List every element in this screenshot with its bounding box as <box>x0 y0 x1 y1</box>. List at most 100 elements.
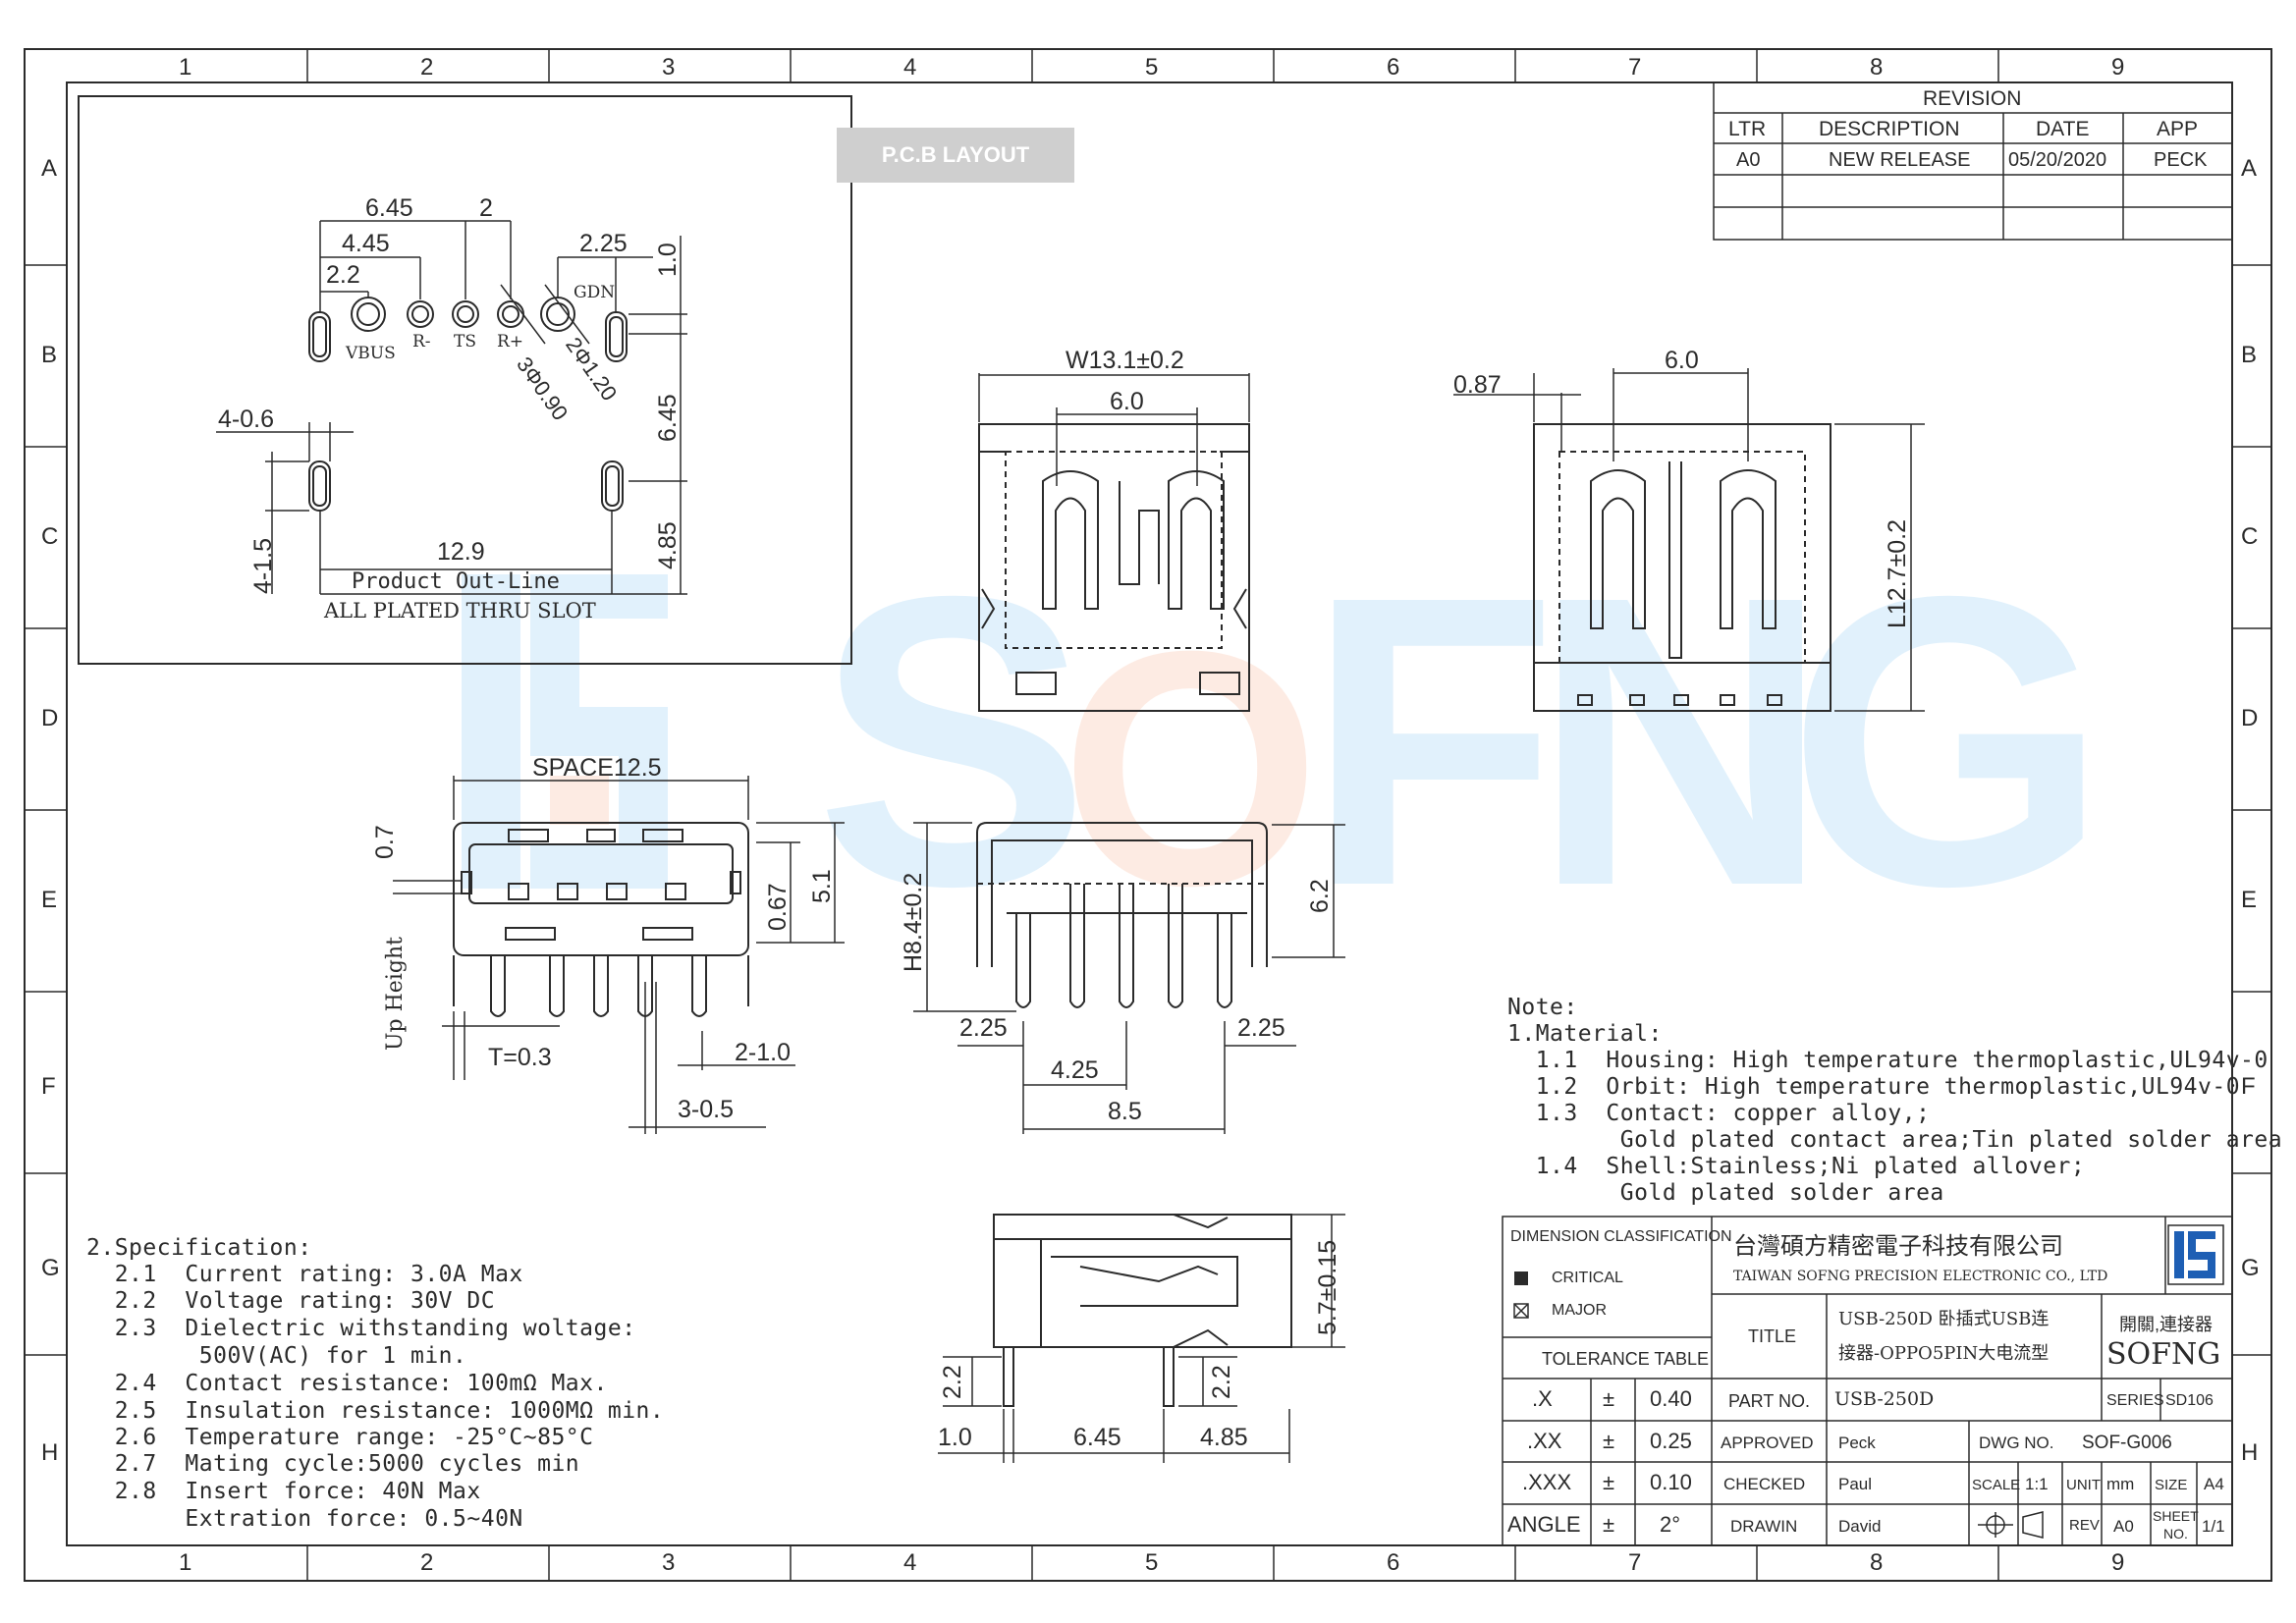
size-value: A4 <box>2204 1475 2224 1493</box>
watermark-letter-s: S <box>815 512 1090 972</box>
grid-row-d-left: D <box>41 705 59 731</box>
unit-label: UNIT <box>2066 1477 2101 1493</box>
grid-row-e-right: E <box>2241 887 2258 913</box>
dim-2-2-right: 2.2 <box>1208 1365 1235 1399</box>
dim-2: 2 <box>479 194 493 222</box>
plated-slot-label: ALL PLATED THRU SLOT <box>324 599 596 622</box>
dim-space: SPACE12.5 <box>532 754 662 782</box>
dim-width: W13.1±0.2 <box>1066 347 1184 374</box>
dim-2-25: 2.25 <box>579 230 628 257</box>
dim-1-0: 1.0 <box>654 243 682 277</box>
watermark-letter-f: F <box>1306 512 1558 972</box>
brand-tagline: 開關,連接器 <box>2119 1315 2214 1334</box>
revision-date: 05/20/2020 <box>2008 149 2107 171</box>
profile-view <box>938 1214 1345 1463</box>
major-label: MAJOR <box>1552 1302 1607 1319</box>
notes-line: Gold plated solder area <box>1507 1180 1944 1206</box>
grid-row-b-right: B <box>2241 342 2258 368</box>
size-label: SIZE <box>2155 1477 2188 1493</box>
grid-col-5-bottom: 5 <box>1145 1549 1159 1576</box>
tolerance-value: 2° <box>1660 1512 1681 1537</box>
side-view <box>1453 368 1925 712</box>
pin-label-ts: TS <box>454 332 476 352</box>
up-height-label: Up Height <box>383 937 408 1051</box>
spec-line: 2.2 Voltage rating: 30V DC <box>86 1288 496 1314</box>
scale-label: SCALE <box>1972 1477 2021 1493</box>
dim-front-pitch: 6.0 <box>1110 388 1144 415</box>
tolerance-key: .XX <box>1527 1429 1562 1453</box>
spec-line: 2.5 Insulation resistance: 1000MΩ min. <box>86 1398 665 1424</box>
grid-row-a-right: A <box>2241 155 2258 182</box>
drawn-value: David <box>1838 1517 1882 1536</box>
tolerance-value: 0.25 <box>1650 1429 1692 1453</box>
grid-col-7-top: 7 <box>1628 54 1642 81</box>
grid-col-2-bottom: 2 <box>420 1549 434 1576</box>
dim-4-1-5: 4-1.5 <box>249 538 277 594</box>
dim-thickness: T=0.3 <box>488 1044 552 1071</box>
notes-line: 1.4 Shell:Stainless;Ni plated allover; <box>1507 1154 2086 1179</box>
dim-0-67: 0.67 <box>764 883 792 931</box>
grid-col-8-bottom: 8 <box>1870 1549 1884 1576</box>
dim-6-45-vertical: 6.45 <box>654 394 682 442</box>
company-name-cn: 台灣碩方精密電子科技有限公司 <box>1733 1232 2063 1260</box>
grid-col-6-bottom: 6 <box>1387 1549 1400 1576</box>
sheet-label: NO. <box>2163 1526 2188 1542</box>
dim-profile-1-0: 1.0 <box>938 1424 972 1451</box>
part-no-value: USB-250D <box>1834 1388 1935 1410</box>
grid-row-h-left: H <box>41 1439 59 1466</box>
outer-border <box>24 48 2272 1582</box>
unit-value: mm <box>2106 1475 2135 1493</box>
dim-12-9: 12.9 <box>437 538 485 566</box>
rev-label: REV <box>2069 1517 2100 1534</box>
notes-line: 1.1 Housing: High temperature thermoplas… <box>1507 1048 2269 1073</box>
checked-label: CHECKED <box>1723 1475 1806 1493</box>
pin-label-r-plus: R+ <box>497 332 524 352</box>
drawing-title-line-2: 接器-OPPO5PIN大电流型 <box>1838 1343 2050 1364</box>
grid-col-2-top: 2 <box>420 54 434 81</box>
tolerance-pm: ± <box>1603 1470 1615 1494</box>
grid-row-d-right: D <box>2241 705 2259 731</box>
pcb-layout-frame <box>78 95 852 665</box>
pin-view <box>913 822 1345 1134</box>
drawn-label: DRAWIN <box>1730 1517 1798 1536</box>
revision-description: NEW RELEASE <box>1829 149 1971 171</box>
spec-line: 500V(AC) for 1 min. <box>86 1343 467 1369</box>
approved-value: Peck <box>1838 1434 1876 1452</box>
grid-row-c-left: C <box>41 523 59 550</box>
tolerance-key: .X <box>1532 1386 1553 1411</box>
notes-line: Gold plated contact area;Tin plated sold… <box>1507 1127 2283 1153</box>
series-label: SERIES <box>2106 1392 2164 1409</box>
dim-8-5: 8.5 <box>1108 1098 1142 1125</box>
approved-label: APPROVED <box>1721 1434 1814 1452</box>
dim-3-0-5: 3-0.5 <box>678 1096 734 1123</box>
part-no-label: PART NO. <box>1728 1391 1811 1411</box>
grid-row-h-right: H <box>2241 1439 2259 1466</box>
dim-4-25: 4.25 <box>1051 1056 1099 1084</box>
dwg-no-label: DWG NO. <box>1979 1434 2054 1452</box>
dim-4-85: 4.85 <box>654 521 682 569</box>
pcb-dimension-lines <box>216 220 687 595</box>
dim-2-25-left: 2.25 <box>959 1014 1008 1042</box>
spec-line: 2.1 Current rating: 3.0A Max <box>86 1262 523 1287</box>
dim-5-7: 5.7±0.15 <box>1314 1239 1341 1335</box>
grid-row-f-right: F <box>2241 1073 2256 1100</box>
grid-col-3-bottom: 3 <box>662 1549 676 1576</box>
dim-2-2-left: 2.2 <box>939 1365 966 1399</box>
watermark-letter-g: G <box>1787 512 2108 972</box>
notes-line: 1.2 Orbit: High temperature thermoplasti… <box>1507 1074 2241 1100</box>
grid-row-b-left: B <box>41 342 58 368</box>
checked-value: Paul <box>1838 1475 1873 1493</box>
grid-col-7-bottom: 7 <box>1628 1549 1642 1576</box>
grid-col-9-top: 9 <box>2111 54 2125 81</box>
grid-col-8-top: 8 <box>1870 54 1884 81</box>
sofng-logo-icon <box>2167 1224 2224 1285</box>
series-value: SD106 <box>2165 1392 2214 1409</box>
company-name-en: TAIWAN SOFNG PRECISION ELECTRONIC CO., L… <box>1733 1269 2108 1284</box>
spec-line: 2.8 Insert force: 40N Max <box>86 1479 481 1504</box>
grid-col-4-bottom: 4 <box>903 1549 917 1576</box>
zone-ticks <box>25 49 2271 1581</box>
spec-line: 2.4 Contact resistance: 100mΩ Max. <box>86 1371 608 1396</box>
spec-line: 2.6 Temperature range: -25°C~85°C <box>86 1425 594 1450</box>
